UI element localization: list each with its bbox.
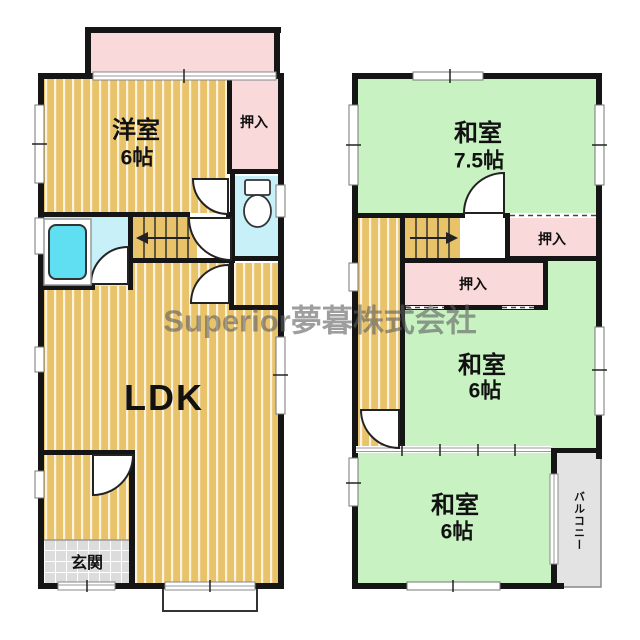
stair-direction-arrow-f2: [410, 232, 458, 244]
f2-balcony-label: バルコニー: [572, 491, 585, 551]
f2-closet-mid-label: 押入: [459, 276, 487, 292]
f2-closet-openings: [406, 213, 596, 309]
floor2-plan: [346, 69, 607, 592]
f1-ldk-label: LDK: [124, 377, 204, 418]
f2-room-7_5-size: 7.5帖: [453, 149, 505, 173]
f2-room-bottom-size: 6帖: [440, 520, 474, 544]
f2-windows: [346, 69, 607, 592]
f2-balcony: [555, 450, 602, 588]
f2-stair-landing: [460, 218, 505, 258]
f1-entrance-tile: [44, 540, 129, 583]
f2-room-bottom-label: 和室: [431, 492, 479, 519]
f1-western-room-label: 洋室: [112, 117, 160, 144]
f2-closet-mid: [403, 261, 545, 305]
bathtub-icon: [43, 218, 92, 286]
f2-closet-top-label: 押入: [538, 231, 566, 247]
f2-door-swings: [359, 171, 505, 450]
f1-windows: [32, 69, 288, 592]
f1-ldk-floor: [44, 263, 278, 585]
f1-top-annex: [88, 30, 277, 76]
f2-room-mid-size: 6帖: [468, 379, 502, 403]
f2-room-7_5-label: 和室: [454, 120, 502, 147]
f2-room-partition: [356, 444, 551, 456]
floor1-plan: [32, 27, 288, 612]
f2-room-bottom-floor: [356, 453, 551, 583]
watermark: Superior夢暮株式会社: [163, 303, 477, 339]
f1-closet: [232, 79, 278, 170]
f2-room-mid-label: 和室: [458, 352, 506, 379]
toilet-icon: [243, 179, 272, 228]
stair-direction-arrow-f1: [136, 232, 190, 244]
f1-entrance-label: 玄関: [70, 555, 104, 572]
f2-closet-top: [508, 218, 596, 258]
f1-western-room-size: 6帖: [120, 146, 154, 170]
f1-door-swings: [89, 178, 232, 497]
f1-closet-label: 押入: [240, 114, 268, 130]
